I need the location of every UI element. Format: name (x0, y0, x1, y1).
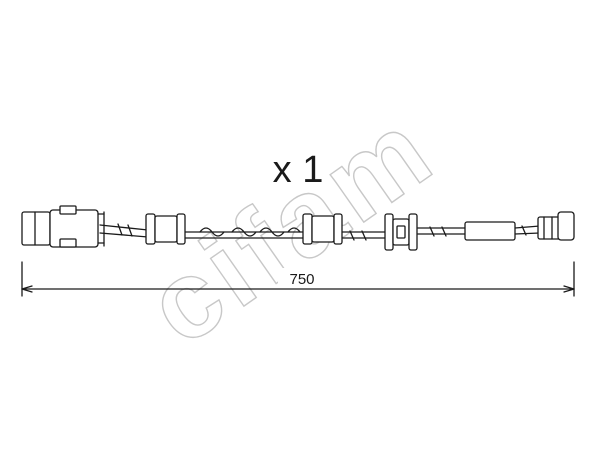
cable-bends (199, 227, 301, 237)
dimension-label: 750 (289, 271, 314, 288)
cable-clip-1 (145, 213, 186, 245)
quantity-label: x 1 (273, 149, 324, 191)
plug-connector (21, 205, 105, 248)
cable-grommet (384, 213, 418, 251)
cable-ticks (117, 223, 527, 241)
length-dimension (21, 261, 575, 297)
protective-sleeve (464, 221, 516, 241)
dimension-label-bg (278, 268, 328, 288)
sensor-cable (99, 223, 541, 241)
cable-clip-2 (302, 213, 343, 245)
sensor-tip (537, 211, 575, 241)
